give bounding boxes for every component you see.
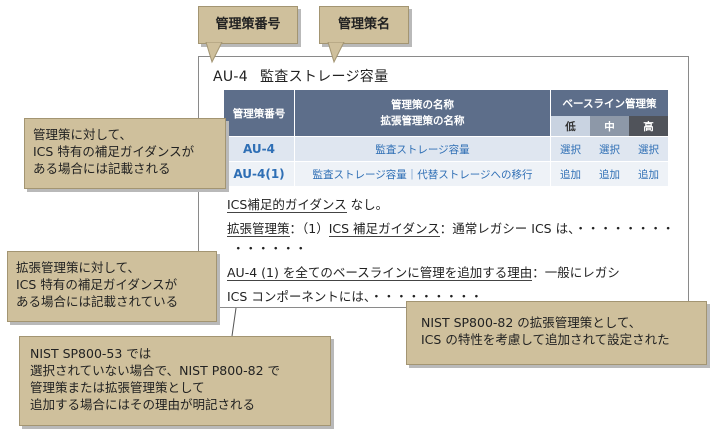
row-control-name: 監査ストレージ容量 — [294, 136, 551, 162]
row-control-number: AU-4(1) — [224, 161, 295, 186]
reason-line: AU-4 (1) を全てのベースラインに管理を追加する理由：一般にレガシ — [227, 262, 620, 281]
reason-heading: AU-4 (1) を全てのベースラインに管理を追加する理由 — [227, 265, 533, 281]
callout-line: ICS 特有の補足ガイダンスが — [16, 277, 178, 292]
row-low: 選択 — [550, 136, 590, 162]
row-low: 追加 — [550, 161, 590, 186]
header-control-number: 管理策番号 — [224, 90, 295, 137]
tag-control-name: 管理策名 — [319, 6, 409, 44]
enhancement-line: 拡張管理策：（1）ICS 補足ガイダンス：通常レガシー ICS は、・・・・・・… — [227, 218, 674, 237]
table-row: AU-4(1) 監査ストレージ容量｜代替ストレージへの移行 追加 追加 追加 — [224, 161, 668, 186]
callout-line: 拡張管理策に対して、 — [16, 260, 141, 275]
row-control-number: AU-4 — [224, 136, 295, 162]
enhancement-number: ：（1） — [289, 221, 329, 236]
callout-line: 管理策に対して、 — [33, 127, 133, 142]
table-row: AU-4 監査ストレージ容量 選択 選択 選択 — [224, 136, 668, 162]
tag-control-number-pointer — [205, 42, 223, 64]
component-line: ICS コンポーネントには、・・・・・・・・・ — [227, 289, 483, 304]
row-mid: 追加 — [590, 161, 629, 186]
callout-enhancement-guidance: 拡張管理策に対して、 ICS 特有の補足ガイダンスが ある場合には記載されている — [7, 251, 217, 322]
guidance-line: ICS補足的ガイダンス なし。 — [227, 194, 388, 213]
guidance-text: なし。 — [350, 197, 389, 212]
callout-line: ICS の特性を考慮して追加されて設定された — [421, 332, 670, 347]
callout-line: ある場合には記載されている — [16, 294, 179, 309]
row-high: 追加 — [629, 161, 668, 186]
callout-line: ICS 特有の補足ガイダンスが — [33, 144, 195, 159]
callout-ics-enhancement: NIST SP800-82 の拡張管理策として、 ICS の特性を考慮して追加さ… — [406, 301, 707, 365]
header-name-line2: 拡張管理策の名称 — [380, 115, 465, 127]
tag-control-number-label: 管理策番号 — [215, 17, 281, 32]
callout-line: NIST SP800-82 の拡張管理策として、 — [421, 315, 642, 330]
document-title: AU-4 監査ストレージ容量 — [213, 66, 400, 86]
header-level-high: 高 — [629, 116, 668, 137]
callout-line: 選択されていない場合で、NIST P800-82 で — [30, 363, 280, 378]
header-level-low: 低 — [550, 116, 590, 137]
header-name-line1: 管理策の名称 — [391, 99, 454, 111]
enhancement-heading: 拡張管理策 — [227, 221, 290, 237]
tag-control-number: 管理策番号 — [198, 6, 298, 44]
callout-rationale: NIST SP800-53 では 選択されていない場合で、NIST P800-8… — [19, 336, 331, 426]
callout-line: 追加する場合にはその理由が明記される — [30, 397, 256, 412]
control-table: 管理策番号 管理策の名称 拡張管理策の名称 ベースライン管理策 低 中 高 AU… — [224, 90, 668, 186]
row-control-name: 監査ストレージ容量｜代替ストレージへの移行 — [294, 161, 551, 186]
callout-line: ある場合には記載される — [33, 161, 171, 176]
doc-control-id: AU-4 — [213, 69, 248, 85]
guidance-heading: ICS補足的ガイダンス — [227, 197, 347, 213]
enhancement-text: ：通常レガシー ICS は、・・・・・・・・ — [439, 221, 675, 236]
reason-text: ：一般にレガシ — [532, 265, 620, 280]
row-high: 選択 — [629, 136, 668, 162]
tag-control-name-label: 管理策名 — [337, 17, 390, 32]
callout-line: 管理策または拡張管理策として — [30, 380, 205, 395]
tag-control-name-pointer — [327, 42, 345, 64]
header-baseline: ベースライン管理策 — [550, 90, 668, 116]
callout-supplemental-guidance: 管理策に対して、 ICS 特有の補足ガイダンスが ある場合には記載される — [24, 118, 226, 189]
header-level-mid: 中 — [590, 116, 629, 137]
enhancement-guidance-heading: ICS 補足ガイダンス — [328, 221, 440, 237]
callout-line: NIST SP800-53 では — [30, 346, 152, 361]
row-mid: 選択 — [590, 136, 629, 162]
doc-control-name: 監査ストレージ容量 — [259, 69, 389, 85]
continuation-dots: ・・・・・・ — [232, 241, 308, 256]
header-control-name: 管理策の名称 拡張管理策の名称 — [294, 90, 551, 137]
